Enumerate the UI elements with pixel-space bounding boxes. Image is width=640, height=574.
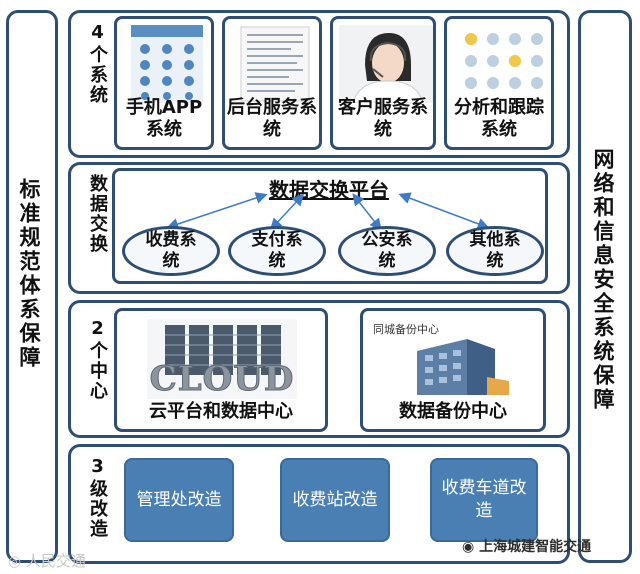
chart-icons-icon [453, 25, 545, 103]
arrow-payment [269, 193, 305, 231]
cloud-image-text: CLOUD [149, 359, 295, 400]
phone-app-icon [123, 25, 205, 103]
upgrade-box-toll-lane: 收费车道改造 [430, 458, 538, 542]
center-card-title: 云平台和数据中心 [149, 401, 293, 422]
table-document-icon [231, 25, 313, 103]
system-card-title: 分析和跟踪系统 [454, 97, 544, 140]
left-pillar-label: 标准规范体系保障 [17, 178, 41, 370]
upgrade-box-management: 管理处改造 [124, 458, 234, 542]
center-card-cloud: CLOUD 云平台和数据中心 [114, 308, 328, 432]
upgrades-row-label: 3级改造 [87, 456, 108, 539]
system-card-title: 后台服务系统 [227, 97, 317, 140]
upgrade-box-toll-station: 收费站改造 [280, 458, 390, 542]
backup-building-icon [397, 333, 517, 399]
exchange-node-charge: 收费系统 [122, 226, 220, 276]
watermark-left: ◎ 人民交通 [8, 550, 86, 571]
left-pillar [6, 10, 58, 563]
exchange-node-other: 其他系统 [446, 226, 544, 276]
watermark-right-text: 上海城建智能交通 [479, 539, 592, 555]
arrow-charge [166, 192, 268, 230]
exchange-node-police: 公安系统 [338, 226, 436, 276]
watermark-right: ◉ 上海城建智能交通 [462, 536, 591, 556]
system-card-title: 手机APP系统 [125, 97, 203, 140]
right-pillar-label: 网络和信息安全系统保障 [591, 148, 615, 412]
wechat-icon: ◉ [462, 539, 480, 555]
exchange-row-label: 数据交换 [87, 174, 108, 254]
watermark-left-icon: ◎ [8, 552, 26, 570]
systems-row-label: 4个系统 [87, 22, 108, 105]
cloud-server-icon: CLOUD [147, 319, 297, 400]
centers-row-label: 2个中心 [87, 318, 108, 401]
center-card-backup: 同城备份中心 数据备份中心 [360, 308, 546, 432]
backup-label: 同城备份中心 [373, 323, 439, 336]
center-card-title: 数据备份中心 [399, 401, 507, 422]
headset-agent-icon [339, 25, 433, 104]
system-card-customer-service: 客户服务系统 [330, 16, 436, 150]
system-card-mobile-app: 手机APP系统 [114, 16, 214, 150]
system-card-analysis: 分析和跟踪系统 [444, 16, 554, 150]
watermark-left-text: 人民交通 [25, 552, 86, 570]
exchange-node-payment: 支付系统 [228, 226, 326, 276]
system-card-title: 客户服务系统 [338, 97, 428, 140]
arrow-police [352, 193, 382, 231]
arrow-other [398, 192, 490, 230]
right-pillar [578, 10, 632, 563]
system-card-backend: 后台服务系统 [222, 16, 322, 150]
